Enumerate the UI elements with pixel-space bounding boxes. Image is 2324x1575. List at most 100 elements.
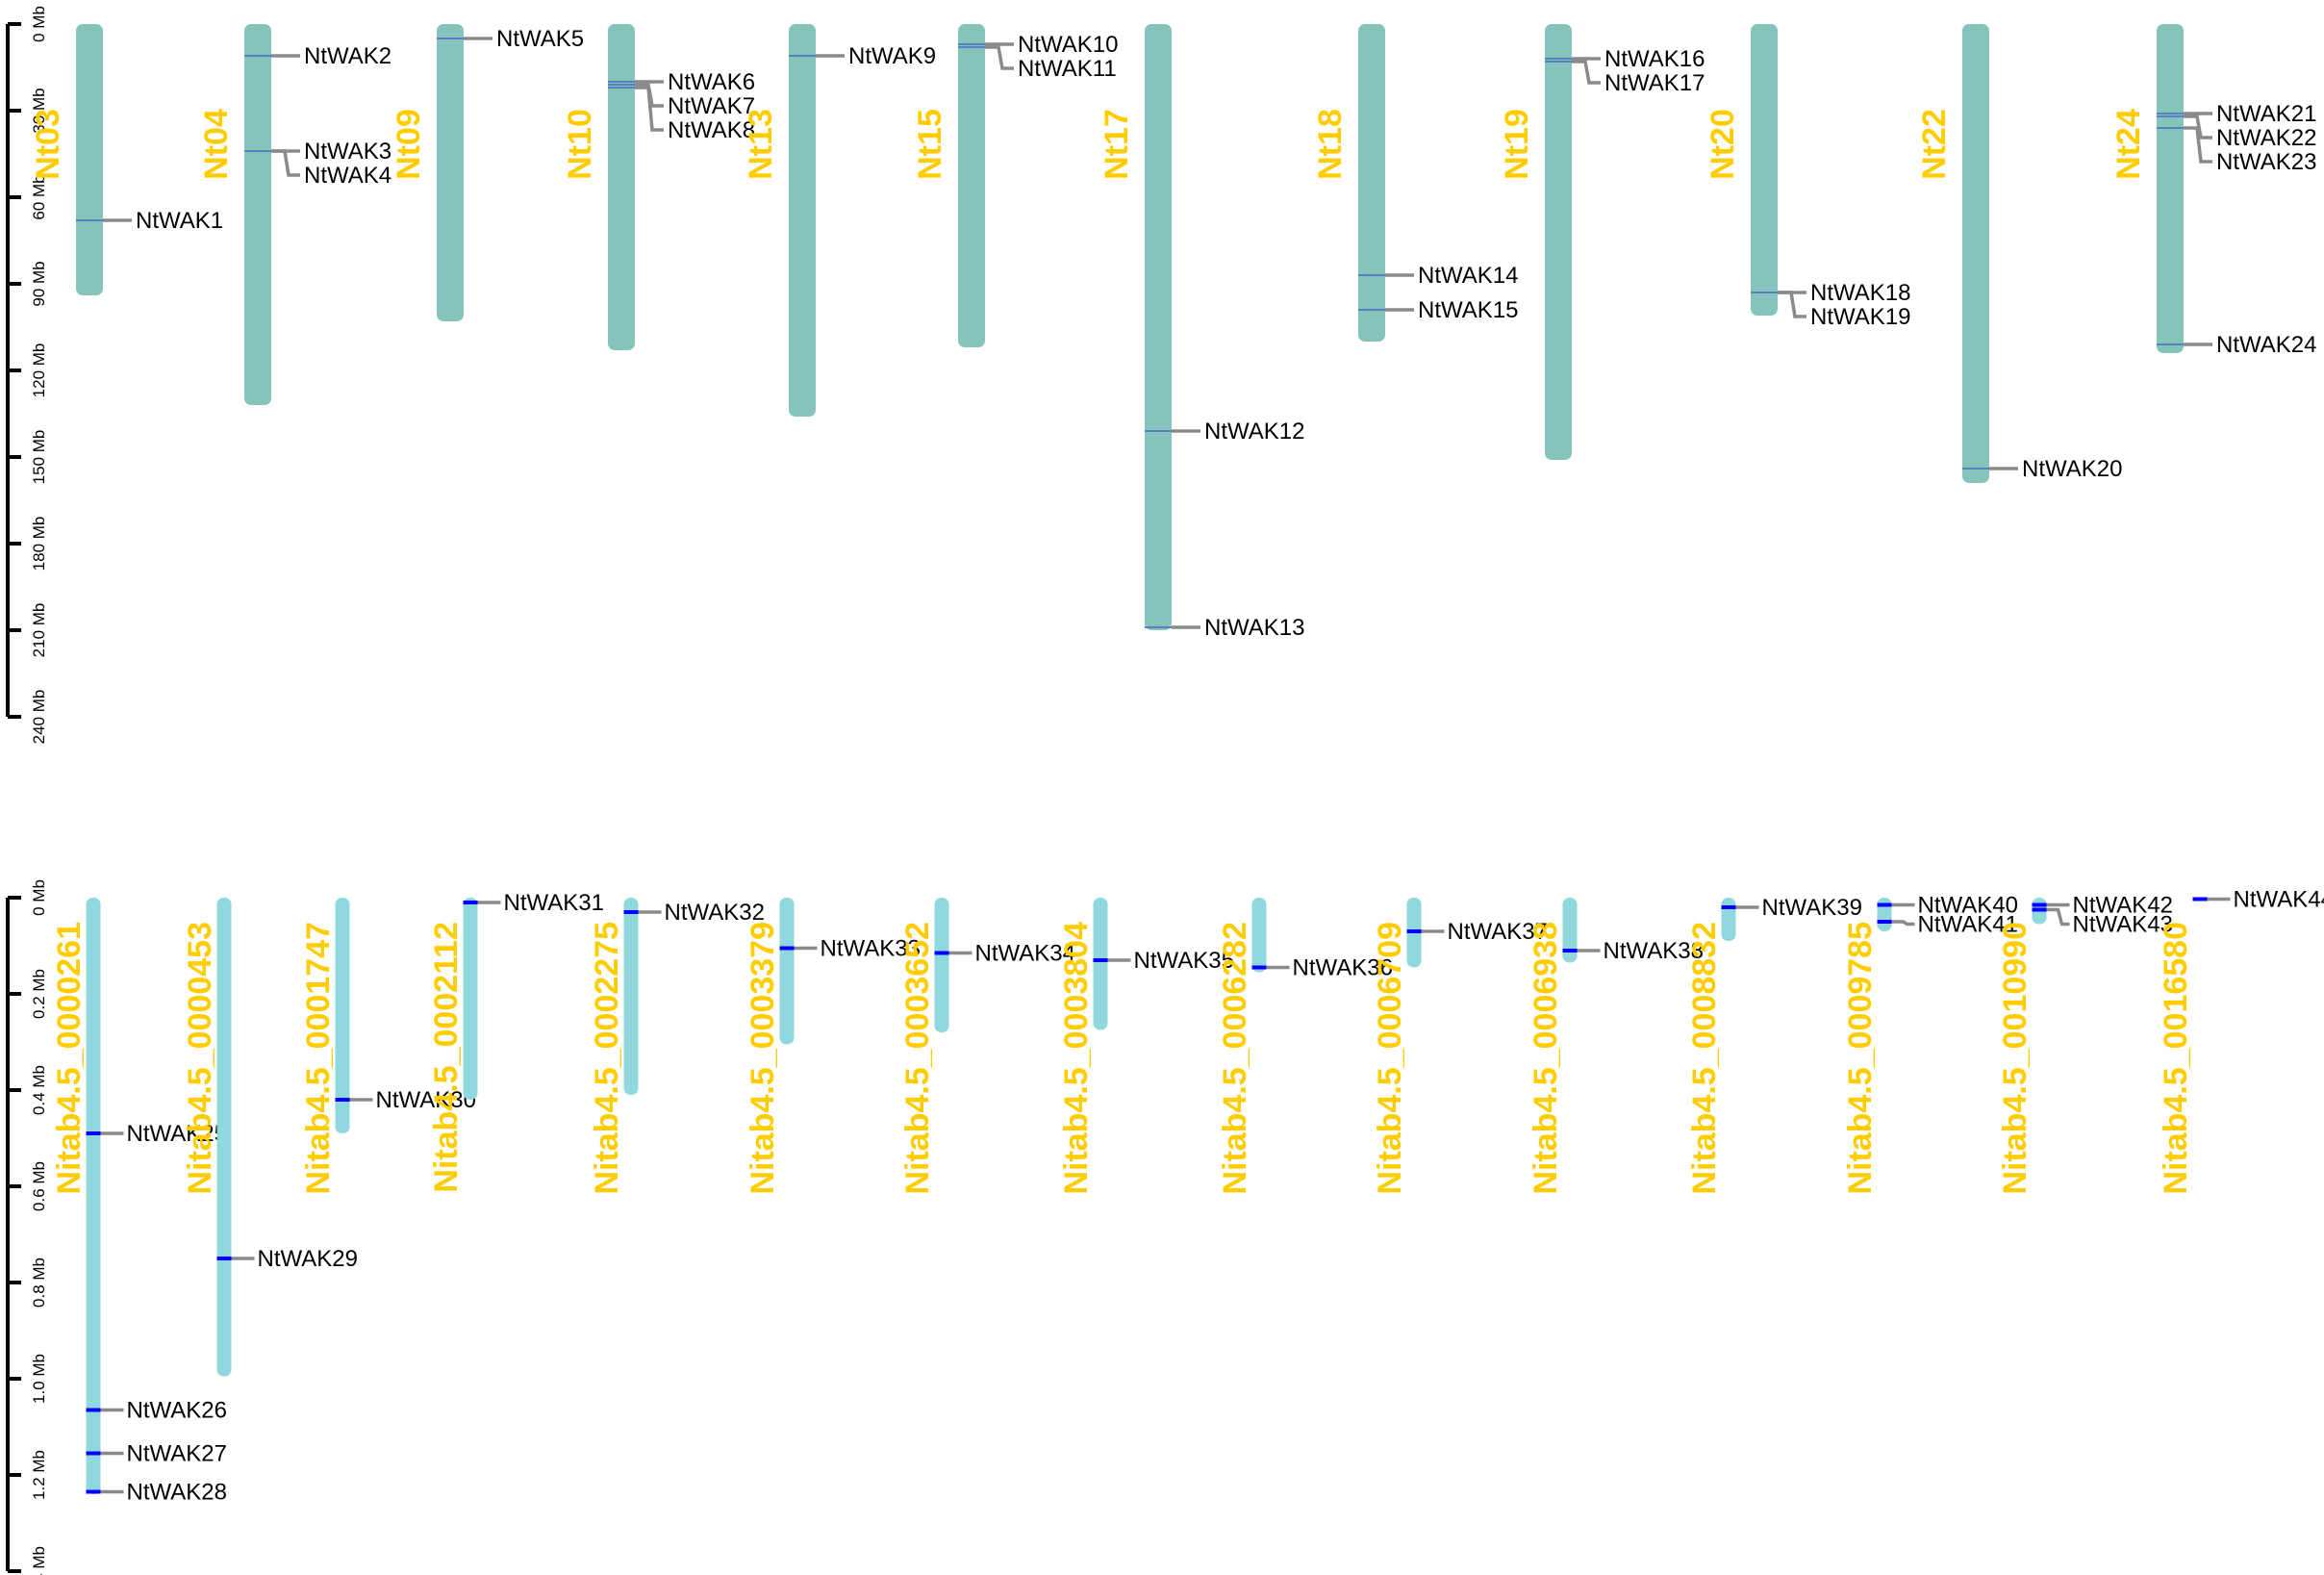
gene-label-ntwak22[interactable]: NtWAK22 (2216, 125, 2316, 151)
chromosome-bar[interactable] (76, 24, 103, 295)
scaffold-bar[interactable] (86, 898, 101, 1494)
gene-label-ntwak39[interactable]: NtWAK39 (1762, 895, 1862, 921)
gene-label-ntwak5[interactable]: NtWAK5 (496, 26, 584, 52)
top-axis-tick-label: 210 Mb (30, 603, 48, 658)
scaffold-bar[interactable] (623, 898, 639, 1095)
gene-label-ntwak27[interactable]: NtWAK27 (127, 1441, 227, 1467)
scaffold-bar[interactable] (1251, 898, 1267, 973)
gene-label-ntwak9[interactable]: NtWAK9 (848, 43, 936, 69)
gene-label-ntwak43[interactable]: NtWAK43 (2073, 912, 2173, 938)
scaffold-bar[interactable] (934, 898, 949, 1032)
gene-label-ntwak17[interactable]: NtWAK17 (1604, 70, 1705, 96)
gene-label-ntwak8[interactable]: NtWAK8 (668, 117, 755, 143)
gene-label-ntwak23[interactable]: NtWAK23 (2216, 149, 2316, 175)
chromosome-bar[interactable] (1358, 24, 1385, 342)
chromosome-bar[interactable] (608, 24, 635, 350)
bottom-axis-tick-label: 0 Mb (30, 879, 48, 916)
gene-label-ntwak38[interactable]: NtWAK38 (1604, 938, 1704, 964)
gene-label-ntwak33[interactable]: NtWAK33 (821, 936, 921, 962)
gene-label-ntwak28[interactable]: NtWAK28 (127, 1480, 227, 1506)
gene-label-ntwak25[interactable]: NtWAK25 (127, 1121, 227, 1147)
chromosome-bar[interactable] (1145, 24, 1172, 630)
gene-label-ntwak2[interactable]: NtWAK2 (304, 43, 392, 69)
scaffold-bar[interactable] (1093, 898, 1108, 1030)
gene-label-ntwak10[interactable]: NtWAK10 (1018, 32, 1118, 58)
chromosome-bar[interactable] (1751, 24, 1778, 316)
gene-label-ntwak13[interactable]: NtWAK13 (1204, 615, 1304, 641)
gene-label-ntwak35[interactable]: NtWAK35 (1134, 948, 1234, 974)
scaffold-bar[interactable] (1877, 898, 1892, 931)
gene-label-ntwak19[interactable]: NtWAK19 (1810, 304, 1910, 330)
gene-label-ntwak21[interactable]: NtWAK21 (2216, 101, 2316, 127)
gene-label-ntwak41[interactable]: NtWAK41 (1918, 912, 2018, 938)
gene-label-ntwak20[interactable]: NtWAK20 (2022, 456, 2122, 482)
scaffold-bar[interactable] (779, 898, 795, 1045)
scaffold-bar[interactable] (335, 898, 350, 1133)
gene-label-ntwak18[interactable]: NtWAK18 (1810, 280, 1910, 306)
scaffold-bar[interactable] (1562, 898, 1578, 963)
gene-label-ntwak6[interactable]: NtWAK6 (668, 69, 755, 95)
chromosome-bar[interactable] (437, 24, 464, 321)
gene-label-ntwak36[interactable]: NtWAK36 (1293, 955, 1393, 981)
gene-label-ntwak14[interactable]: NtWAK14 (1418, 263, 1518, 289)
gene-label-ntwak1[interactable]: NtWAK1 (136, 208, 223, 234)
gene-label-ntwak34[interactable]: NtWAK34 (975, 941, 1075, 967)
gene-label-ntwak42[interactable]: NtWAK42 (2073, 893, 2173, 919)
gene-label-ntwak24[interactable]: NtWAK24 (2216, 332, 2316, 358)
chromosome-bar[interactable] (958, 24, 985, 347)
gene-label-ntwak3[interactable]: NtWAK3 (304, 139, 392, 165)
gene-label-ntwak29[interactable]: NtWAK29 (258, 1246, 358, 1272)
chromosome-bar[interactable] (1962, 24, 1989, 483)
gene-label-ntwak31[interactable]: NtWAK31 (504, 890, 604, 916)
gene-label-ntwak4[interactable]: NtWAK4 (304, 163, 392, 189)
bottom-axis-tick-label: 1.0 Mb (30, 1354, 48, 1404)
gene-label-ntwak26[interactable]: NtWAK26 (127, 1398, 227, 1424)
gene-label-ntwak30[interactable]: NtWAK30 (376, 1087, 476, 1113)
scaffold-bar[interactable] (216, 898, 232, 1377)
gene-label-ntwak32[interactable]: NtWAK32 (665, 900, 765, 926)
gene-label-ntwak44[interactable]: NtWAK44 (2234, 887, 2324, 913)
chromosome-bar[interactable] (789, 24, 816, 417)
chromosome-bar[interactable] (1545, 24, 1572, 460)
chromosome-bar[interactable] (244, 24, 271, 405)
scaffold-bar[interactable] (463, 898, 478, 1100)
gene-label-ntwak11[interactable]: NtWAK11 (1018, 56, 1117, 82)
gene-label-ntwak12[interactable]: NtWAK12 (1204, 419, 1304, 445)
gene-label-ntwak40[interactable]: NtWAK40 (1918, 893, 2018, 919)
gene-label-ntwak16[interactable]: NtWAK16 (1604, 46, 1705, 72)
gene-marker (779, 946, 795, 951)
gene-label-ntwak37[interactable]: NtWAK37 (1448, 919, 1548, 945)
scaffold-bar[interactable] (1721, 898, 1736, 941)
gene-label-ntwak7[interactable]: NtWAK7 (668, 93, 755, 119)
gene-label-ntwak15[interactable]: NtWAK15 (1418, 297, 1518, 323)
chromosome-bar[interactable] (2157, 24, 2184, 353)
